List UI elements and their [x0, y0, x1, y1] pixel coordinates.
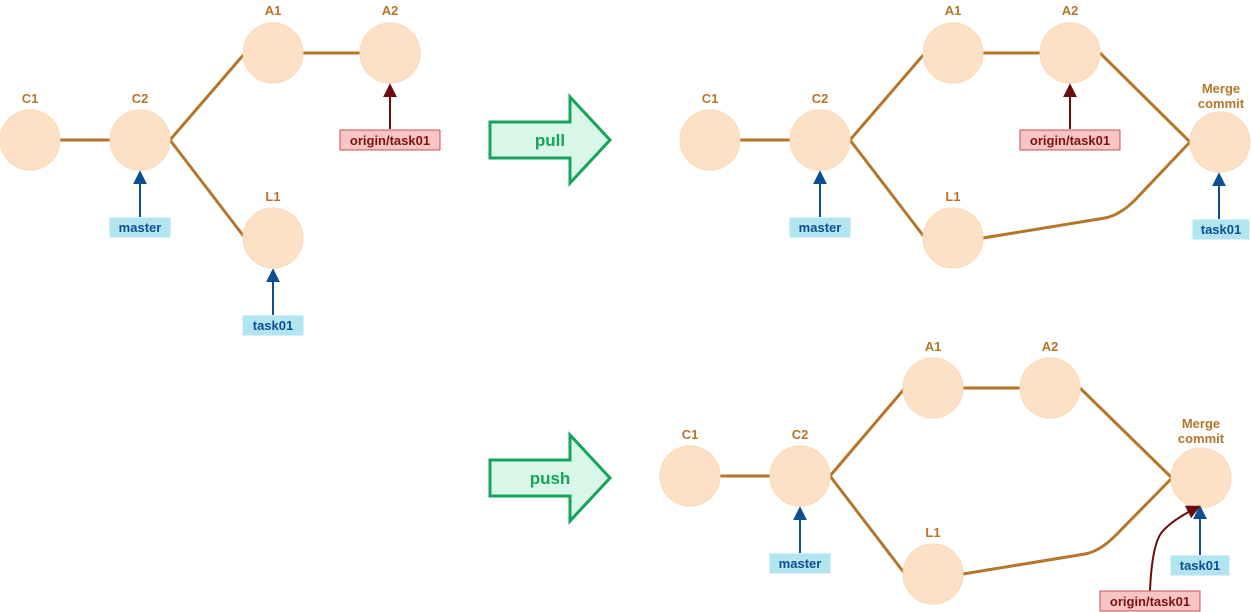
commit-a1: [922, 22, 984, 84]
commit-l1: [922, 207, 984, 269]
commit-label-c2: C2: [792, 427, 809, 442]
commit-label-merge-line1: Merge: [1202, 81, 1240, 96]
commit-merge: [1170, 447, 1232, 509]
push-arrow-shape: [488, 431, 613, 525]
commit-label-l1: L1: [265, 189, 280, 204]
commit-label-l1: L1: [945, 189, 960, 204]
branch-box-master: [789, 217, 851, 238]
commit-label-a1: A1: [265, 3, 282, 18]
pull-arrow: pull: [488, 93, 613, 187]
commit-c1: [679, 109, 741, 171]
branch-label-task01: task01: [1201, 222, 1241, 237]
branch-label-origin-task01: origin/task01: [1030, 133, 1110, 148]
commit-label-c2: C2: [132, 91, 149, 106]
commit-c1: [0, 109, 61, 171]
edge-c2-l1: [848, 139, 927, 239]
edge-c2-l1: [828, 475, 907, 575]
commit-label-c1: C1: [682, 427, 699, 442]
commit-label-a2: A2: [1042, 339, 1059, 354]
branch-label-master: master: [799, 220, 842, 235]
pull-label: pull: [535, 131, 565, 150]
commit-label-a1: A1: [925, 339, 942, 354]
edge-c2-a1: [168, 52, 247, 141]
branch-box-task01: [1192, 219, 1250, 240]
edge-c2-a1: [848, 52, 927, 141]
commit-label-l1: L1: [925, 525, 940, 540]
panel-before: C1 C2 A1 A2 L1 master task01 origin/task…: [0, 3, 441, 336]
branch-label-origin-task01: origin/task01: [1110, 594, 1190, 609]
commit-c2: [789, 109, 851, 171]
branch-label-master: master: [779, 556, 822, 571]
branch-box-origin-task01: [1099, 590, 1201, 612]
branch-box-task01: [242, 315, 304, 336]
commit-label-a2: A2: [382, 3, 399, 18]
branch-label-task01: task01: [1180, 558, 1220, 573]
commit-a2: [359, 22, 421, 84]
push-arrow: push: [488, 431, 613, 525]
commit-a1: [902, 357, 964, 419]
commit-label-c1: C1: [702, 91, 719, 106]
commit-l1: [902, 543, 964, 605]
branch-box-origin-task01: [339, 129, 441, 151]
branch-box-origin-task01: [1019, 129, 1121, 151]
edge-a2-merge: [1098, 51, 1192, 144]
commit-label-c1: C1: [22, 91, 39, 106]
commit-a2: [1039, 22, 1101, 84]
push-label: push: [530, 469, 571, 488]
panel-after-pull: C1 C2 A1 A2 L1 Merge commit master task0…: [679, 3, 1251, 269]
commit-c2: [769, 445, 831, 507]
commit-l1: [242, 207, 304, 269]
commit-label-merge-line2: commit: [1178, 431, 1225, 446]
branch-label-origin-task01: origin/task01: [350, 133, 430, 148]
commit-merge: [1189, 111, 1251, 173]
branch-box-master: [109, 217, 171, 238]
edge-c2-l1: [168, 139, 247, 239]
panel-after-push: C1 C2 A1 A2 L1 Merge commit master task0…: [659, 339, 1232, 612]
commit-label-a2: A2: [1062, 3, 1079, 18]
origin-task01-pointer-arrow: [1149, 505, 1201, 592]
commit-a2: [1019, 357, 1081, 419]
edge-c2-a1: [828, 387, 907, 477]
edge-l1-merge: [962, 476, 1174, 576]
branch-label-master: master: [119, 220, 162, 235]
commit-c1: [659, 445, 721, 507]
branch-box-task01: [1170, 555, 1230, 576]
branch-box-master: [769, 553, 831, 574]
commit-label-merge-line2: commit: [1198, 96, 1245, 111]
commit-label-c2: C2: [812, 91, 829, 106]
edge-a2-merge: [1078, 386, 1174, 480]
edge-l1-merge: [982, 140, 1192, 240]
pull-arrow-shape: [488, 93, 613, 187]
branch-label-task01: task01: [253, 318, 293, 333]
commit-label-a1: A1: [945, 3, 962, 18]
commit-label-merge-line1: Merge: [1182, 416, 1220, 431]
commit-a1: [242, 22, 304, 84]
commit-c2: [109, 109, 171, 171]
